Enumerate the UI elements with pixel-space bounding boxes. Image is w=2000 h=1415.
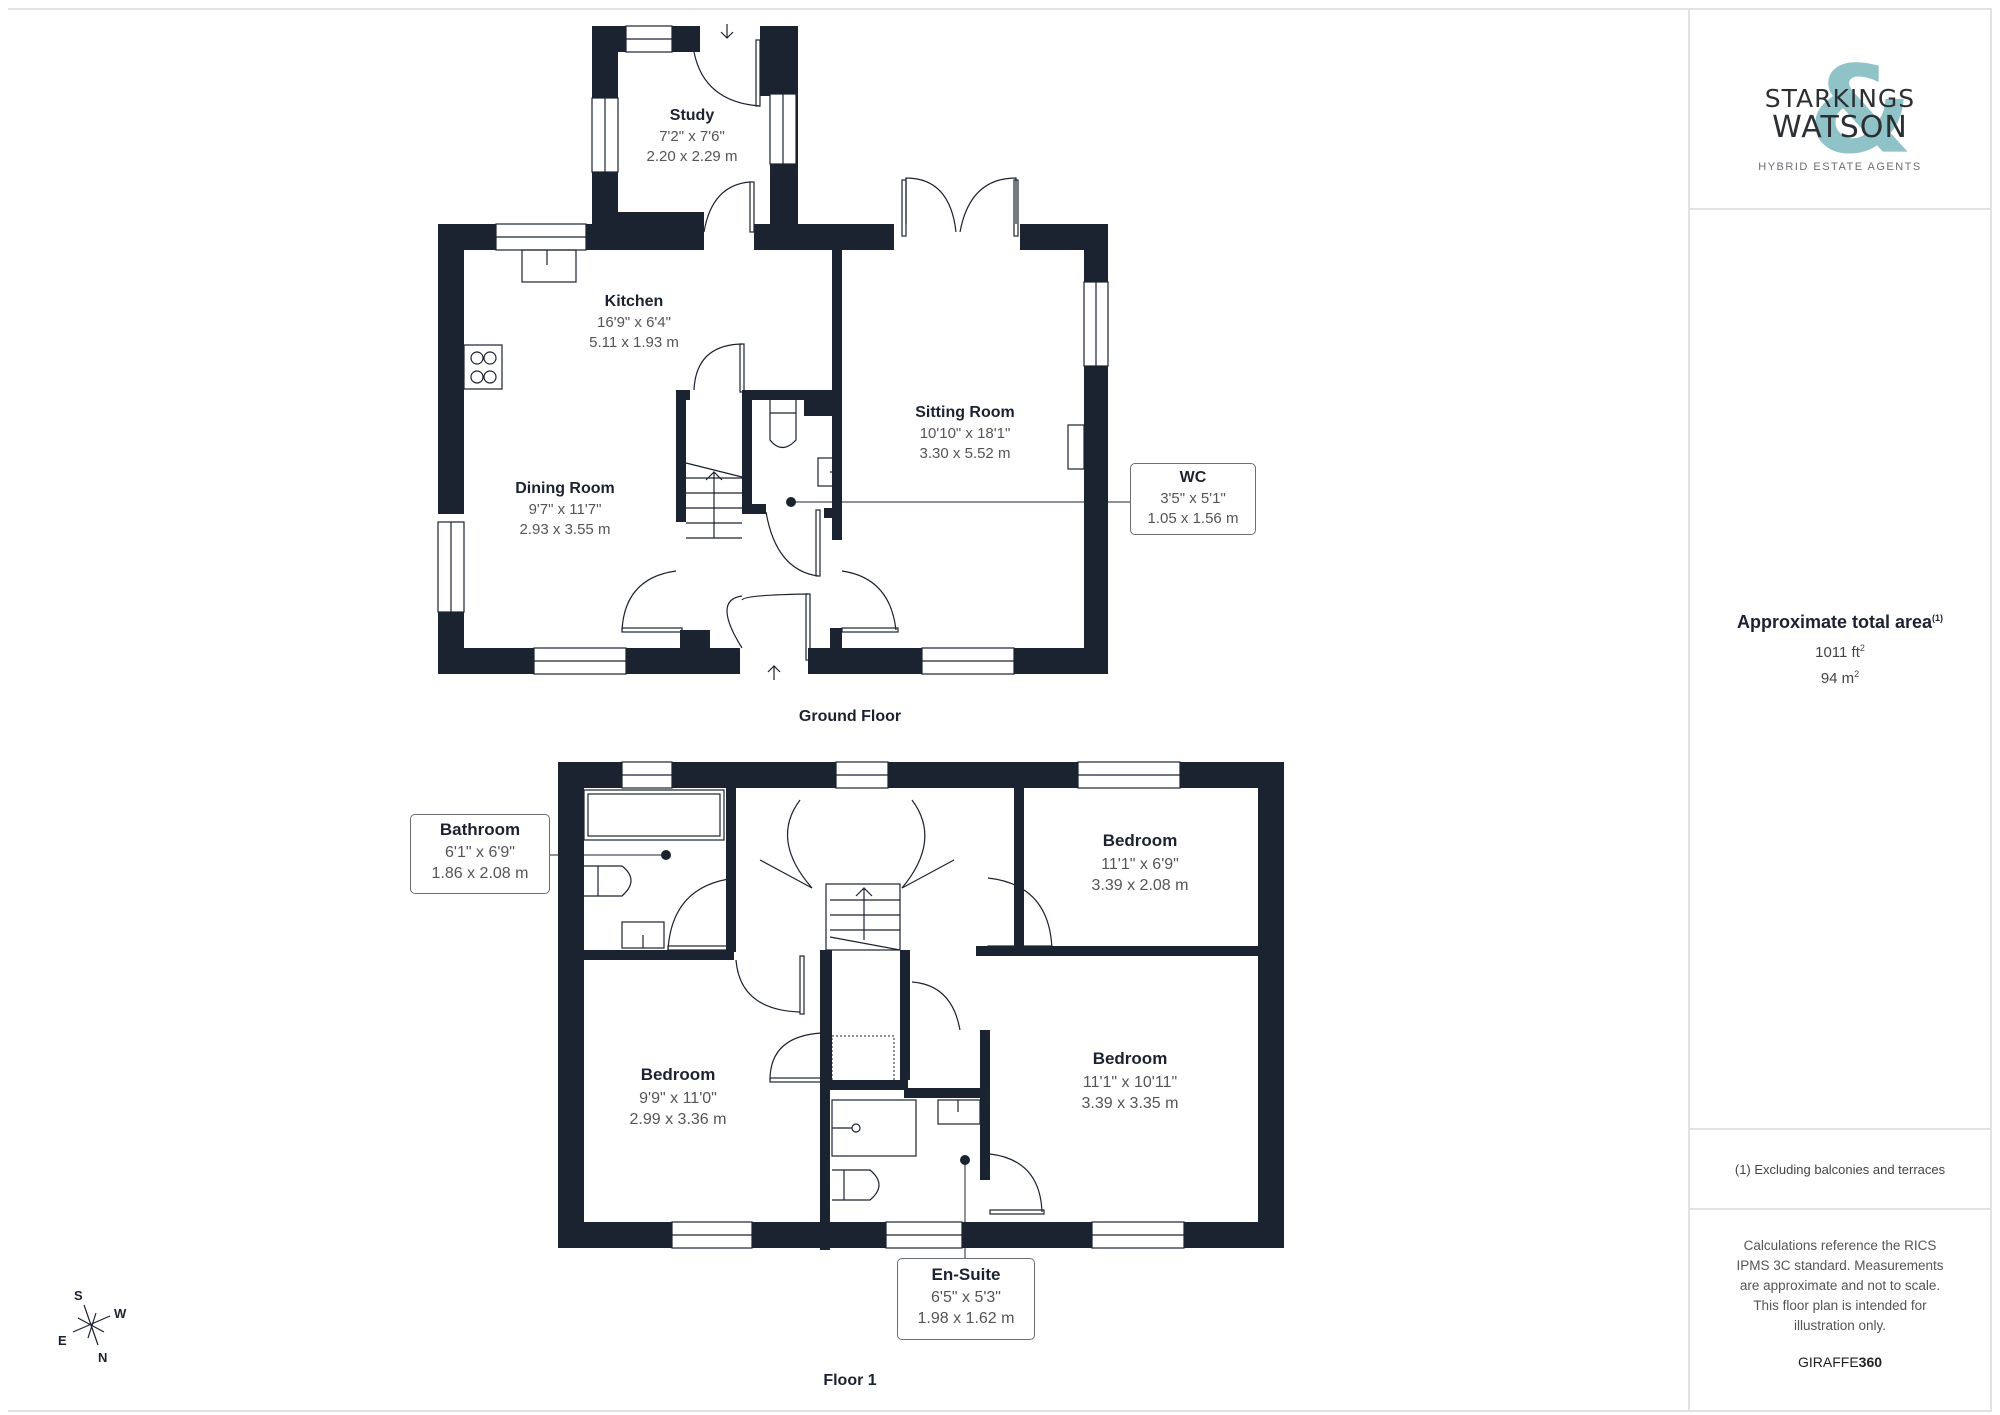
page-frame (8, 8, 1992, 1412)
compass-s: S (74, 1288, 83, 1303)
room-sitting-room: Sitting Room 10'10" x 18'1" 3.30 x 5.52 … (885, 404, 1045, 464)
room-wc-callout: WC 3'5" x 5'1" 1.05 x 1.56 m (1130, 463, 1256, 535)
room-imperial: 3'5" x 5'1" (1160, 490, 1226, 507)
compass-icon (72, 1304, 111, 1346)
area-sqft: 1011 ft2 (1690, 643, 1990, 661)
ground-floor-windows (437, 25, 1109, 675)
room-bedroom-1: Bedroom 11'1" x 6'9" 3.39 x 2.08 m (1060, 831, 1220, 896)
room-dining-room: Dining Room 9'7" x 11'7" 2.93 x 3.55 m (490, 480, 640, 540)
room-name: Bedroom (1092, 1049, 1168, 1068)
room-bedroom-2: Bedroom 9'9" x 11'0" 2.99 x 3.36 m (598, 1065, 758, 1130)
floor1-fixtures (583, 789, 981, 1201)
credit-logo: GIRAFFE360 (1690, 1354, 1990, 1370)
room-study: Study 7'2" x 7'6" 2.20 x 2.29 m (620, 107, 764, 167)
room-metric: 1.86 x 2.08 m (431, 865, 529, 882)
ground-floor-doors (621, 39, 1019, 661)
area-sqm-sup: 2 (1854, 669, 1860, 679)
area-title: Approximate total area(1) (1690, 612, 1990, 633)
logo-ampersand: & (1808, 42, 1913, 181)
area-footnote-marker: (1) (1932, 613, 1944, 623)
room-metric: 2.20 x 2.29 m (646, 148, 738, 165)
room-imperial: 6'5" x 5'3" (931, 1289, 1001, 1306)
room-metric: 3.39 x 3.35 m (1081, 1095, 1179, 1112)
room-metric: 1.05 x 1.56 m (1147, 510, 1239, 527)
room-name: Kitchen (604, 293, 664, 310)
area-sqft-value: 1011 ft (1815, 644, 1860, 661)
brand-logo: & STARKINGS WATSON HYBRID ESTATE AGENTS (1690, 52, 1990, 188)
compass-e: E (58, 1333, 67, 1348)
footnote-text: (1) Excluding balconies and terraces (1734, 1162, 1946, 1177)
credit-prefix: GIRAFFE (1797, 1354, 1859, 1370)
room-metric: 3.30 x 5.52 m (919, 445, 1011, 462)
logo-line1: STARKINGS (1764, 84, 1916, 113)
room-imperial: 6'1" x 6'9" (445, 844, 515, 861)
room-name: Sitting Room (915, 404, 1015, 421)
room-imperial: 11'1" x 10'11" (1082, 1074, 1178, 1091)
compass-n: N (98, 1350, 108, 1365)
area-section: Approximate total area(1) 1011 ft2 94 m2 (1690, 210, 1990, 1130)
disclaimer-section: Calculations reference the RICS IPMS 3C … (1690, 1210, 1990, 1408)
room-name: Bedroom (640, 1065, 716, 1084)
room-metric: 5.11 x 1.93 m (589, 334, 679, 351)
floor1-stairs (825, 883, 901, 951)
room-kitchen: Kitchen 16'9" x 6'4" 5.11 x 1.93 m (554, 293, 714, 353)
room-name: Study (669, 107, 715, 124)
bathroom-marker (661, 850, 671, 860)
room-imperial: 7'2" x 7'6" (659, 128, 725, 145)
logo-line2: WATSON (1772, 110, 1908, 145)
room-imperial: 16'9" x 6'4" (597, 314, 671, 331)
floor1-walls (558, 762, 1284, 1250)
compass-w: W (114, 1306, 127, 1321)
room-metric: 2.93 x 3.55 m (519, 521, 611, 538)
room-metric: 2.99 x 3.36 m (629, 1111, 727, 1128)
entry-arrows (720, 24, 781, 680)
room-bathroom-callout: Bathroom 6'1" x 6'9" 1.86 x 2.08 m (410, 814, 550, 894)
info-sidebar: & STARKINGS WATSON HYBRID ESTATE AGENTS … (1688, 8, 1992, 1410)
room-imperial: 9'7" x 11'7" (528, 501, 602, 518)
logo-tagline: HYBRID ESTATE AGENTS (1758, 161, 1922, 173)
room-name: WC (1179, 469, 1207, 486)
floor-label-ground: Ground Floor (798, 708, 902, 725)
ground-floor-fixtures (463, 249, 1085, 487)
ground-floor-stairs (685, 462, 743, 539)
room-metric: 3.39 x 2.08 m (1091, 877, 1189, 894)
room-name: Bathroom (439, 820, 521, 839)
area-title-text: Approximate total area (1736, 612, 1933, 632)
room-name: Bedroom (1102, 831, 1178, 850)
floor-label-floor1: Floor 1 (823, 1372, 877, 1389)
room-imperial: 9'9" x 11'0" (639, 1090, 717, 1107)
room-name: Dining Room (515, 480, 615, 497)
room-bedroom-3: Bedroom 11'1" x 10'11" 3.39 x 3.35 m (1045, 1049, 1215, 1114)
area-block: Approximate total area(1) 1011 ft2 94 m2 (1690, 612, 1990, 687)
area-sqm-value: 94 m (1820, 670, 1855, 687)
room-imperial: 11'1" x 6'9" (1101, 856, 1179, 873)
area-sqm: 94 m2 (1690, 669, 1990, 687)
floor1-doors (667, 799, 1053, 1215)
disclaimer-text: Calculations reference the RICS IPMS 3C … (1736, 1238, 1944, 1333)
footnote-section: (1) Excluding balconies and terraces (1690, 1130, 1990, 1210)
room-metric: 1.98 x 1.62 m (917, 1310, 1015, 1327)
room-ensuite-callout: En-Suite 6'5" x 5'3" 1.98 x 1.62 m (897, 1258, 1035, 1340)
floor1-windows (621, 761, 1185, 1249)
cupboard-outline (831, 1035, 895, 1089)
room-name: En-Suite (931, 1265, 1001, 1284)
credit-suffix: 360 (1858, 1354, 1883, 1370)
room-imperial: 10'10" x 18'1" (919, 425, 1011, 442)
brand-section: & STARKINGS WATSON HYBRID ESTATE AGENTS (1690, 8, 1990, 210)
floor-plan (72, 24, 1284, 1346)
area-sqft-sup: 2 (1859, 643, 1865, 653)
